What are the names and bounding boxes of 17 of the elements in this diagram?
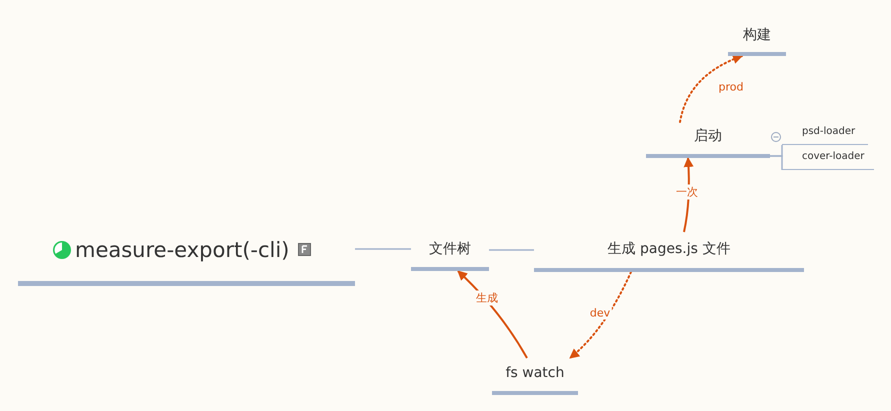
topic-node: psd-loader bbox=[782, 122, 868, 145]
edge-label: dev bbox=[588, 306, 612, 320]
edge-label: 一次 bbox=[674, 184, 700, 200]
topic-node: 构建 bbox=[728, 22, 786, 56]
topic-node: fs watch bbox=[492, 358, 578, 395]
edge-label: 生成 bbox=[474, 290, 500, 306]
topic-node: cover-loader bbox=[782, 147, 874, 170]
connector-line bbox=[355, 248, 411, 250]
topic-node: 生成 pages.js 文件 bbox=[534, 234, 804, 272]
connector-line bbox=[770, 155, 783, 170]
arrow bbox=[679, 54, 743, 123]
topic-title: measure-export(-cli) bbox=[75, 238, 290, 262]
topic-node: 文件树 bbox=[411, 234, 489, 271]
edge-label: prod bbox=[716, 80, 746, 94]
topic-node: 启动 bbox=[646, 122, 770, 158]
arrow bbox=[569, 271, 632, 359]
connector-line bbox=[489, 249, 534, 251]
